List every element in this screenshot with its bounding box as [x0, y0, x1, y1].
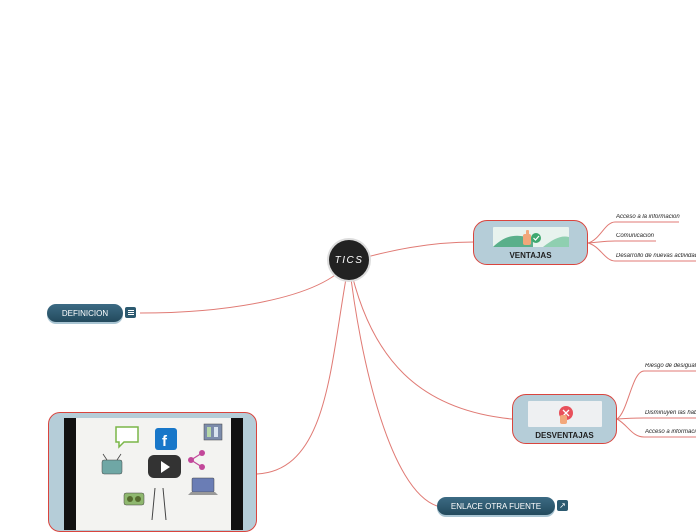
link-desventajas-item-1	[616, 370, 696, 420]
ventajas-item[interactable]: Desarrollo de nuevas actividades	[616, 253, 696, 259]
link-enlace	[348, 261, 438, 507]
central-topic[interactable]: TICS	[329, 240, 369, 280]
thumbs-up-check-icon	[493, 227, 569, 247]
ventajas-node[interactable]: VENTAJAS	[473, 220, 588, 265]
enlace-label: ENLACE OTRA FUENTE	[450, 501, 542, 511]
svg-text:f: f	[162, 433, 168, 450]
link-desventajas-item-2	[616, 417, 696, 420]
link-ventajas-item-3	[587, 242, 696, 262]
link-desventajas	[348, 261, 513, 420]
ventajas-item[interactable]: Acceso a la informacion	[616, 214, 680, 220]
link-desventajas-item-3	[616, 418, 696, 438]
external-link-icon[interactable]: ↗	[557, 500, 568, 511]
notes-icon[interactable]	[125, 307, 136, 318]
desventajas-label: DESVENTAJAS	[535, 431, 594, 440]
link-ventajas-item-1	[587, 221, 679, 244]
definicion-node[interactable]: DEFINICION	[47, 304, 123, 322]
link-definicion	[139, 261, 350, 314]
video-node[interactable]: f	[48, 412, 257, 532]
link-ventajas-item-2	[587, 240, 656, 244]
desventajas-item[interactable]: Disminuyen las habilidades	[645, 410, 696, 416]
desventajas-item[interactable]: Riesgo de desigualdad	[645, 363, 696, 369]
ventajas-item[interactable]: Comunicación	[616, 233, 655, 239]
video-thumbnail[interactable]: f	[64, 418, 243, 530]
thumbs-down-cross-icon	[528, 401, 602, 427]
play-icon[interactable]	[148, 455, 181, 478]
enlace-node[interactable]: ENLACE OTRA FUENTE	[437, 497, 555, 515]
ventajas-label: VENTAJAS	[509, 251, 552, 260]
tics-illustration: f	[101, 423, 223, 521]
desventajas-item[interactable]: Acceso a informacion falsa	[645, 429, 696, 435]
link-video	[256, 261, 350, 475]
definicion-label: DEFINICION	[61, 308, 109, 318]
desventajas-node[interactable]: DESVENTAJAS	[512, 394, 617, 444]
video-illustration: f	[76, 418, 231, 530]
